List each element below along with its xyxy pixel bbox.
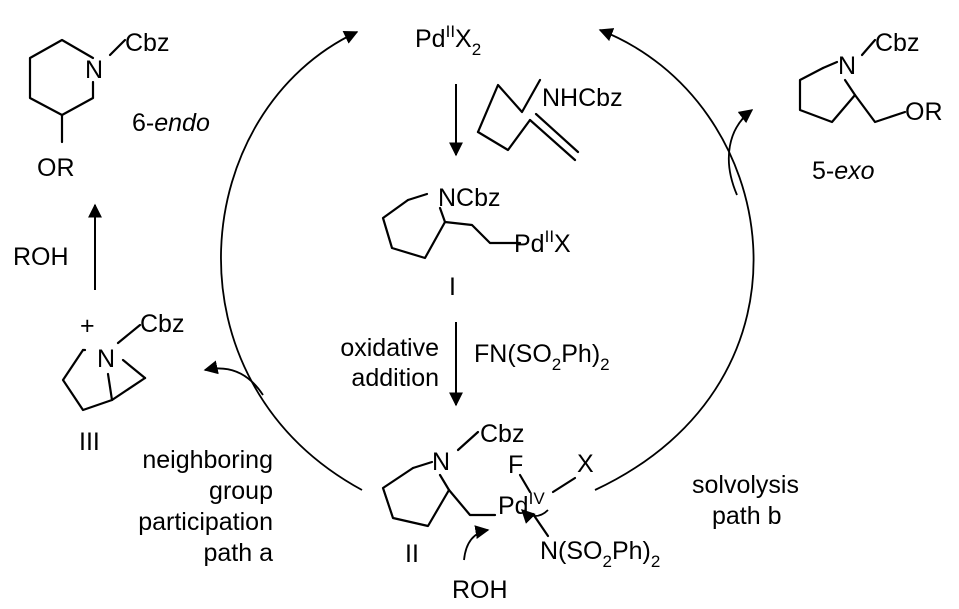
path-a-label: neighboring group participation path a: [138, 446, 273, 567]
svg-text:path b: path b: [712, 502, 782, 530]
svg-text:ROH: ROH: [452, 576, 508, 604]
svg-text:III: III: [79, 428, 100, 456]
svg-text:path a: path a: [203, 539, 273, 567]
path-b-label: solvolysis path b: [692, 471, 799, 530]
svg-text:NHCbz: NHCbz: [542, 84, 623, 112]
svg-text:N: N: [85, 56, 103, 84]
product-5-exo: N Cbz OR 5-exo: [798, 29, 943, 185]
svg-text:group: group: [209, 477, 273, 505]
svg-text:PdIIX: PdIIX: [514, 227, 571, 258]
branch-arrow-to-5exo: [727, 109, 754, 196]
svg-text:II: II: [405, 540, 419, 568]
oxidant-reagent: FN(SO2Ph)2: [474, 340, 610, 374]
oxidative-addition-label-1: oxidative: [340, 334, 439, 362]
product-6-endo: N Cbz OR 6-endo: [28, 29, 210, 182]
svg-text:NCbz: NCbz: [438, 184, 501, 212]
svg-text:Cbz: Cbz: [125, 29, 169, 57]
svg-text:F: F: [508, 451, 523, 479]
cycle-arc-left: [220, 31, 363, 491]
svg-text:Cbz: Cbz: [875, 29, 919, 57]
roh-reagent-6endo: ROH: [13, 243, 69, 271]
svg-text:X: X: [577, 450, 594, 478]
svg-text:PdIV: PdIV: [498, 489, 545, 520]
cycle-arc-right: [594, 28, 755, 491]
branch-arrow-to-aziridinium: [203, 360, 264, 396]
svg-text:N: N: [97, 345, 115, 373]
svg-text:N(SO2Ph)2: N(SO2Ph)2: [540, 537, 660, 571]
catalyst-pdx2: PdIIX2: [415, 22, 481, 59]
svg-text:5-exo: 5-exo: [812, 157, 875, 185]
intermediate-II: N Cbz F PdIV X N(SO2Ph)2 II ROH: [381, 420, 660, 604]
substrate-alkenyl-carbamate: NHCbz: [476, 78, 623, 162]
svg-text:Cbz: Cbz: [140, 310, 184, 338]
svg-text:OR: OR: [37, 154, 75, 182]
svg-text:6-endo: 6-endo: [132, 109, 210, 137]
aziridinium-III: + N Cbz III: [61, 310, 184, 456]
svg-text:participation: participation: [138, 508, 273, 536]
oxidative-addition-label-2: addition: [351, 364, 439, 392]
svg-text:solvolysis: solvolysis: [692, 471, 799, 499]
svg-text:Cbz: Cbz: [480, 420, 524, 448]
intermediate-I: NCbz PdIIX I: [381, 184, 571, 301]
svg-text:N: N: [432, 448, 450, 476]
svg-text:I: I: [449, 273, 456, 301]
svg-text:+: +: [80, 312, 95, 340]
svg-text:N: N: [838, 52, 856, 80]
svg-text:PdIIX2: PdIIX2: [415, 22, 481, 59]
svg-text:OR: OR: [905, 98, 943, 126]
svg-text:neighboring: neighboring: [142, 446, 273, 474]
